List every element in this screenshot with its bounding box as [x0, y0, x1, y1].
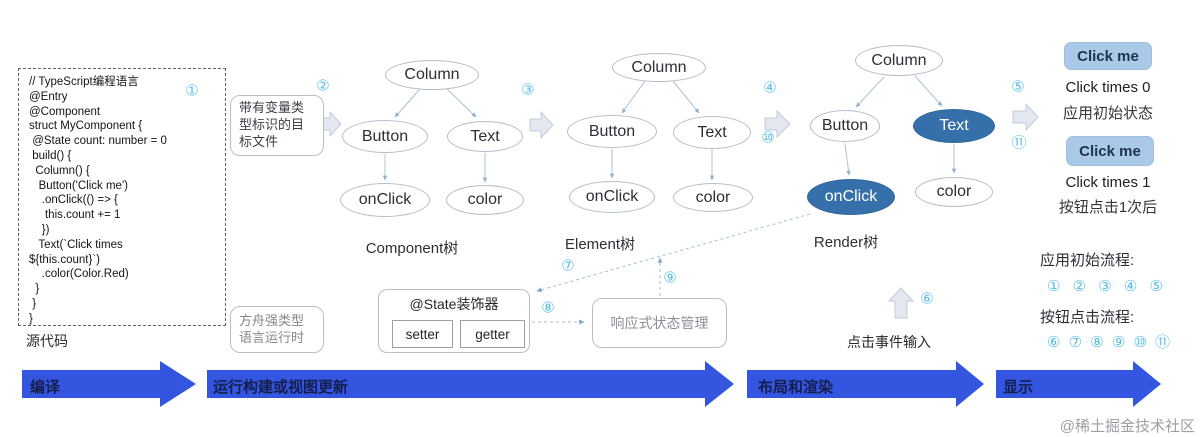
click-flow-steps: ⑥ ⑦ ⑧ ⑨ ⑩ ⑪	[1047, 334, 1173, 351]
step-badge-3: ③	[521, 81, 535, 99]
reactive-state-box: 响应式状态管理	[592, 298, 727, 348]
pipeline-stage-display: 显示	[1003, 379, 1034, 396]
render-tree-node-color: color	[915, 177, 993, 207]
step-badge-8: ⑧	[541, 299, 555, 317]
click-times-initial: Click times 0	[1065, 79, 1151, 96]
ark-runtime-label: 方舟强类型语言运行时	[239, 312, 305, 345]
step-arrow-5	[1012, 102, 1039, 132]
source-code-box: // TypeScript编程语言 @Entry @Component stru…	[18, 68, 226, 326]
pipeline-arrow-compile	[22, 361, 196, 407]
dashed-connectors	[532, 213, 811, 325]
getter-box: getter	[460, 320, 525, 348]
element-tree-node-text: Text	[673, 116, 751, 149]
setter-box: setter	[392, 320, 453, 348]
click-event-input-label: 点击事件输入	[847, 334, 931, 350]
element-tree-node-column: Column	[612, 53, 706, 82]
component-tree-node-button: Button	[342, 120, 428, 153]
click-me-button-after[interactable]: Click me	[1066, 136, 1154, 166]
watermark: @稀土掘金技术社区	[1059, 418, 1195, 435]
state-decorator-title: @State装饰器	[409, 296, 499, 312]
step-badge-6: ⑥	[920, 290, 934, 308]
initial-flow-steps: ① ② ③ ④ ⑤	[1047, 278, 1167, 295]
render-tree-node-button: Button	[810, 110, 880, 142]
initial-flow-label: 应用初始流程:	[1040, 252, 1135, 269]
component-tree-title: Component树	[365, 240, 459, 257]
element-tree-title: Element树	[564, 236, 636, 253]
step-badge-9: ⑨	[663, 269, 677, 287]
pipeline-stage-layout: 布局和渲染	[758, 379, 834, 396]
step-badge-5: ⑤	[1011, 78, 1025, 96]
step-arrow-3	[529, 110, 554, 140]
click-times-after: Click times 1	[1065, 174, 1151, 191]
component-tree-edges	[382, 88, 488, 183]
render-tree-title: Render树	[813, 234, 879, 251]
component-tree-node-column: Column	[385, 60, 479, 90]
element-tree-node-color: color	[673, 183, 753, 212]
pipeline-stage-compile: 编译	[30, 379, 61, 396]
step-arrow-2	[321, 110, 342, 138]
step-arrow-4	[764, 109, 791, 139]
ark-runtime-box: 方舟强类型语言运行时	[230, 306, 324, 353]
after-click-caption: 按钮点击1次后	[1058, 199, 1158, 216]
step-badge-7: ⑦	[561, 257, 575, 275]
step-badge-11: ⑪	[1011, 134, 1027, 152]
source-code-label: 源代码	[26, 333, 68, 349]
reactive-state-label: 响应式状态管理	[610, 314, 709, 331]
render-tree-node-text: Text	[913, 109, 995, 143]
component-tree-node-color: color	[446, 185, 524, 215]
click-input-up-arrow	[887, 287, 915, 319]
step-badge-1: ①	[185, 82, 199, 100]
element-tree-node-onclick: onClick	[569, 181, 655, 213]
target-file-box: 带有变量类型标识的目标文件	[230, 95, 324, 156]
step-badge-10: ⑩	[761, 129, 775, 147]
pipeline-arrow-layout	[747, 361, 984, 407]
render-tree-node-column: Column	[855, 45, 943, 76]
step-badge-4: ④	[763, 79, 777, 97]
initial-state-caption: 应用初始状态	[1062, 105, 1153, 122]
pipeline-stage-build: 运行构建或视图更新	[213, 379, 349, 396]
pipeline-arrow-build	[207, 361, 734, 407]
render-tree-node-onclick: onClick	[807, 179, 895, 215]
element-tree-node-button: Button	[567, 115, 657, 148]
component-tree-node-text: Text	[447, 121, 523, 152]
source-code: // TypeScript编程语言 @Entry @Component stru…	[29, 76, 167, 325]
click-flow-label: 按钮点击流程:	[1040, 309, 1135, 326]
pipeline-arrows	[22, 361, 1161, 407]
element-tree-edges	[609, 80, 715, 181]
pipeline-arrow-display	[996, 361, 1161, 407]
step-badge-2: ②	[316, 77, 330, 95]
click-me-button-initial[interactable]: Click me	[1064, 42, 1152, 70]
target-file-label: 带有变量类型标识的目标文件	[239, 100, 305, 149]
render-tree-edges	[844, 75, 957, 176]
component-tree-node-onclick: onClick	[340, 183, 430, 217]
